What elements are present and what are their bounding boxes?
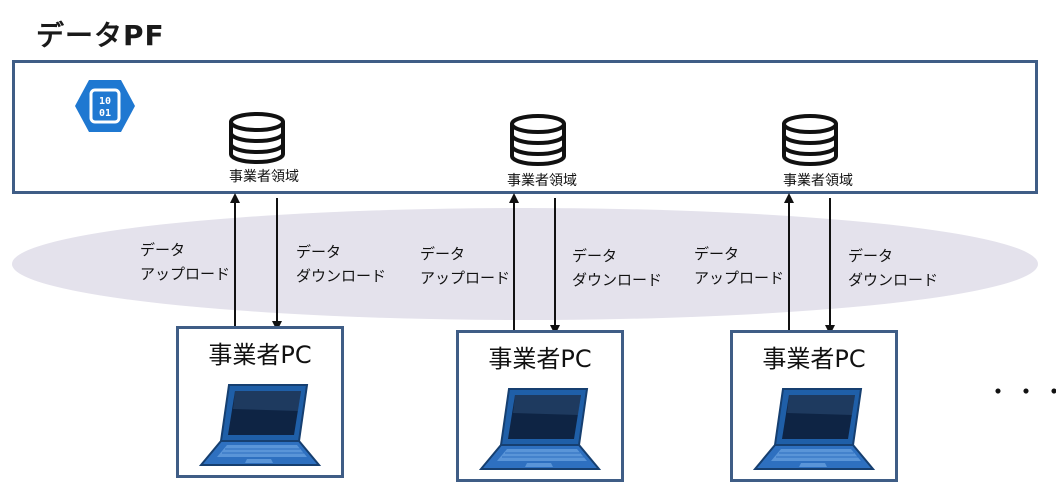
upload-label: データ アップロード — [694, 245, 785, 287]
upload-label: データ アップロード — [140, 241, 231, 283]
pc-label: 事業者PC — [208, 341, 312, 369]
download-label: データ ダウンロード — [296, 243, 387, 285]
database-icon — [510, 114, 566, 166]
data-pf-title: データPF — [36, 19, 165, 52]
storage-area-label: 事業者領域 — [229, 169, 299, 185]
business-pc-box: 事業者PC — [176, 326, 344, 478]
upload-label: データ アップロード — [420, 245, 511, 287]
data-pf-box — [12, 60, 1038, 194]
svg-text:10: 10 — [99, 96, 111, 107]
database-icon — [229, 112, 285, 164]
download-label: データ ダウンロード — [848, 247, 939, 289]
pc-label: 事業者PC — [762, 345, 866, 373]
pc-label: 事業者PC — [488, 345, 592, 373]
database-icon — [782, 114, 838, 166]
laptop-icon — [479, 388, 602, 470]
laptop-icon — [753, 388, 876, 470]
business-pc-box: 事業者PC — [456, 330, 624, 482]
more-pcs-ellipsis: ・・・ — [986, 378, 1056, 406]
storage-area-label: 事業者領域 — [507, 173, 577, 189]
storage-area-label: 事業者領域 — [783, 173, 853, 189]
binary-data-hexagon-icon: 10 01 — [75, 80, 135, 132]
download-label: データ ダウンロード — [572, 247, 663, 289]
business-pc-box: 事業者PC — [730, 330, 898, 482]
communication-band — [12, 208, 1038, 320]
svg-text:01: 01 — [99, 108, 111, 119]
laptop-icon — [199, 384, 322, 466]
